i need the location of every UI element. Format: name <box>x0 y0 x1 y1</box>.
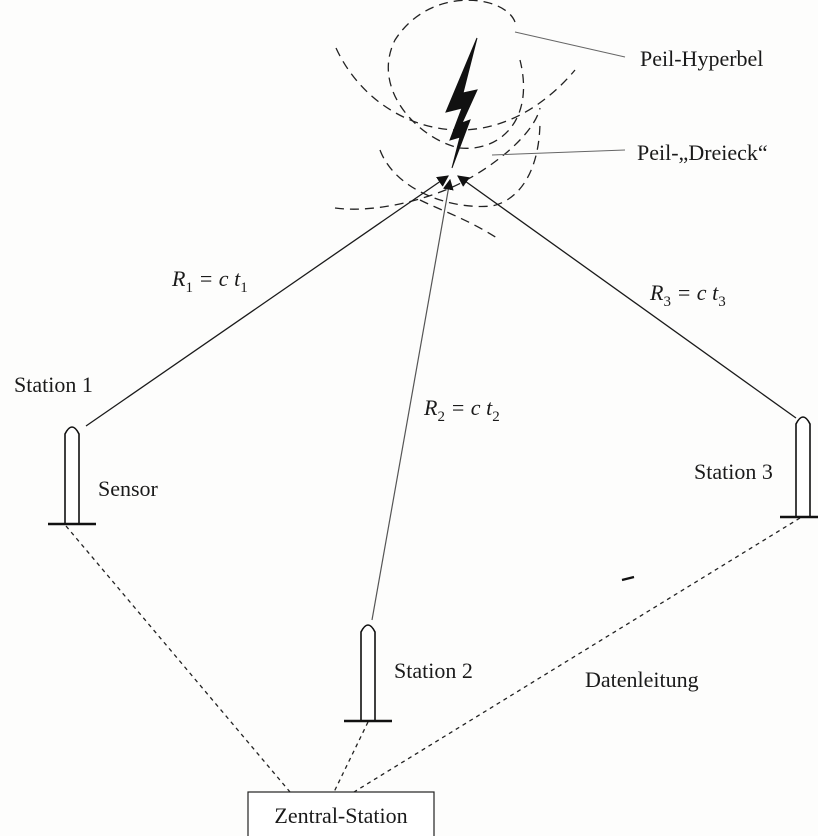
hyperbel-arc-lower <box>419 199 501 241</box>
station1-sensor-icon <box>48 426 96 526</box>
lightning-bolt-icon <box>445 37 478 169</box>
leader-dreieck <box>491 149 626 156</box>
ray-r1 <box>85 175 449 427</box>
station3-sensor-icon <box>780 416 818 519</box>
peil-hyperbel-curves <box>334 0 576 241</box>
label-station2: Station 2 <box>394 658 473 683</box>
label-station1: Station 1 <box>14 372 93 397</box>
label-peil-dreieck: Peil-„Dreieck“ <box>637 140 768 165</box>
label-peil-hyperbel: Peil-Hyperbel <box>640 46 763 71</box>
formula-r1: R1 = c t1 <box>171 266 248 296</box>
station2-sensor-icon <box>344 624 392 723</box>
zentral-station-box <box>247 791 435 836</box>
hyperbel-arc-left <box>334 107 541 210</box>
leader-hyperbel <box>514 31 626 58</box>
data-line-station2 <box>333 721 369 793</box>
formula-r2: R2 = c t2 <box>423 395 500 425</box>
ray-r3 <box>457 175 797 419</box>
ray-r2 <box>371 178 454 621</box>
label-station3: Station 3 <box>694 459 773 484</box>
data-line-station3 <box>353 517 801 793</box>
label-datenleitung: Datenleitung <box>585 667 699 692</box>
data-line-station1 <box>65 525 291 793</box>
formula-r3: R3 = c t3 <box>649 280 726 310</box>
hyperbel-arc-right <box>379 119 541 208</box>
stray-mark <box>621 575 635 582</box>
label-zentral-station: Zentral-Station <box>274 803 407 828</box>
label-sensor: Sensor <box>98 476 159 501</box>
